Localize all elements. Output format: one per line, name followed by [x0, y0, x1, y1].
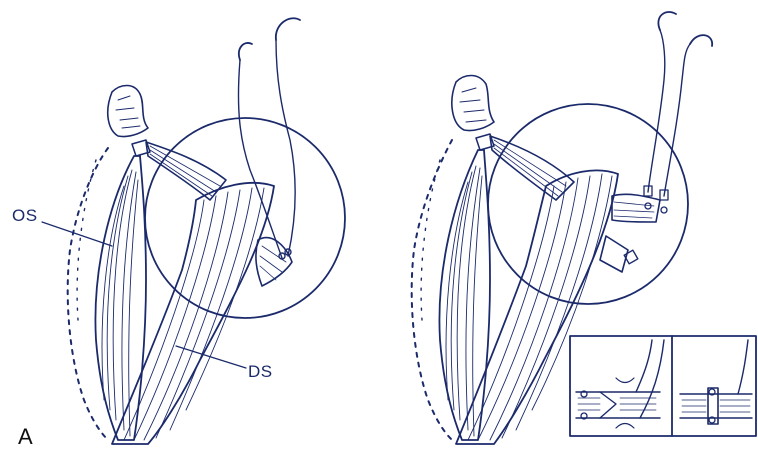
right-bone-fragment [452, 76, 494, 131]
left-suture-1 [238, 60, 282, 258]
left-needle-1 [239, 43, 252, 60]
detail-inset [570, 336, 756, 436]
left-os-muscle [95, 156, 146, 440]
left-suture-2 [276, 40, 295, 256]
left-orbital-rim [68, 148, 108, 440]
ds-leader-line [176, 346, 246, 368]
left-ds-muscle [112, 183, 274, 444]
right-needle-2 [690, 35, 712, 46]
right-drawing [412, 12, 712, 444]
os-label: OS [12, 206, 38, 226]
left-bone-fragment [108, 86, 148, 137]
panel-letter: A [18, 424, 33, 450]
right-suture-1 [648, 30, 665, 192]
right-needle-1 [658, 12, 676, 30]
os-leader-line [42, 222, 112, 246]
right-orbital-rim [412, 140, 452, 440]
ds-label: DS [248, 362, 273, 382]
right-ds-muscle [456, 170, 618, 444]
inset-left-sketch [576, 340, 664, 428]
inset-right-sketch [680, 340, 752, 424]
right-suture-2 [664, 44, 690, 196]
left-drawing [42, 18, 345, 444]
left-needle-2 [276, 18, 300, 40]
